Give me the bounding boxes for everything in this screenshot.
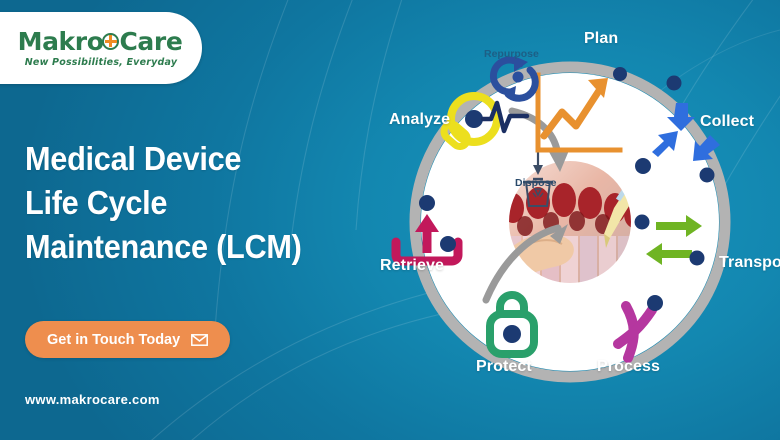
- brand-wordmark: Makro Care: [18, 29, 183, 54]
- label-collect: Collect: [700, 113, 755, 130]
- recycle-loop-icon: [489, 56, 539, 102]
- dot: [634, 214, 650, 230]
- page-title: Medical Device Life Cycle Maintenance (L…: [25, 137, 351, 269]
- dot: [689, 250, 705, 266]
- brand-tagline: New Possibilities, Everyday: [24, 56, 178, 68]
- dot: [613, 67, 627, 81]
- label-dispose: Dispose: [515, 177, 557, 189]
- label-transport: Transport: [719, 254, 780, 271]
- dot: [647, 295, 663, 311]
- magnifier-pulse-icon: [440, 92, 530, 150]
- website-url: www.makrocare.com: [25, 392, 160, 407]
- label-repurpose: Repurpose: [484, 48, 539, 60]
- headline-line-3: Maintenance (LCM): [25, 227, 302, 265]
- two-way-arrows-icon: [646, 215, 702, 265]
- dot: [699, 167, 715, 183]
- dot: [440, 236, 456, 252]
- label-plan: Plan: [584, 30, 619, 47]
- retrieve-arrow-tray-icon: [391, 214, 463, 266]
- wheel-ring: [409, 61, 731, 383]
- padlock-icon: [486, 291, 538, 358]
- brand-logo[interactable]: Makro Care New Possibilities, Everyday: [0, 12, 202, 84]
- brand-name-part2: Care: [119, 26, 183, 56]
- chromosome-icon: [613, 301, 657, 363]
- label-retrieve: Retrieve: [380, 257, 444, 274]
- lifecycle-wheel: [391, 56, 731, 383]
- recycle-bin-icon: [523, 177, 553, 207]
- get-in-touch-button[interactable]: Get in Touch Today: [25, 321, 231, 358]
- dot: [666, 75, 682, 91]
- label-analyze: Analyze: [389, 111, 451, 128]
- envelope-icon: [191, 333, 209, 346]
- flow-arrow-retrieve-to-dispose: [482, 224, 562, 304]
- cta-label: Get in Touch Today: [47, 331, 181, 348]
- growth-chart-icon: [535, 72, 623, 153]
- headline-line-2: Life Cycle: [25, 183, 168, 221]
- dot: [419, 195, 435, 211]
- dot: [635, 158, 651, 174]
- medical-cross-icon: [102, 32, 120, 50]
- label-process: Process: [597, 358, 660, 375]
- label-protect: Protect: [476, 358, 532, 375]
- headline-line-1: Medical Device: [25, 140, 242, 177]
- brand-name-part1: Makro: [17, 26, 104, 56]
- lifecycle-diagram: Plan Collect Transport Process Protect R…: [352, 0, 780, 440]
- converging-arrows-icon: [652, 103, 720, 161]
